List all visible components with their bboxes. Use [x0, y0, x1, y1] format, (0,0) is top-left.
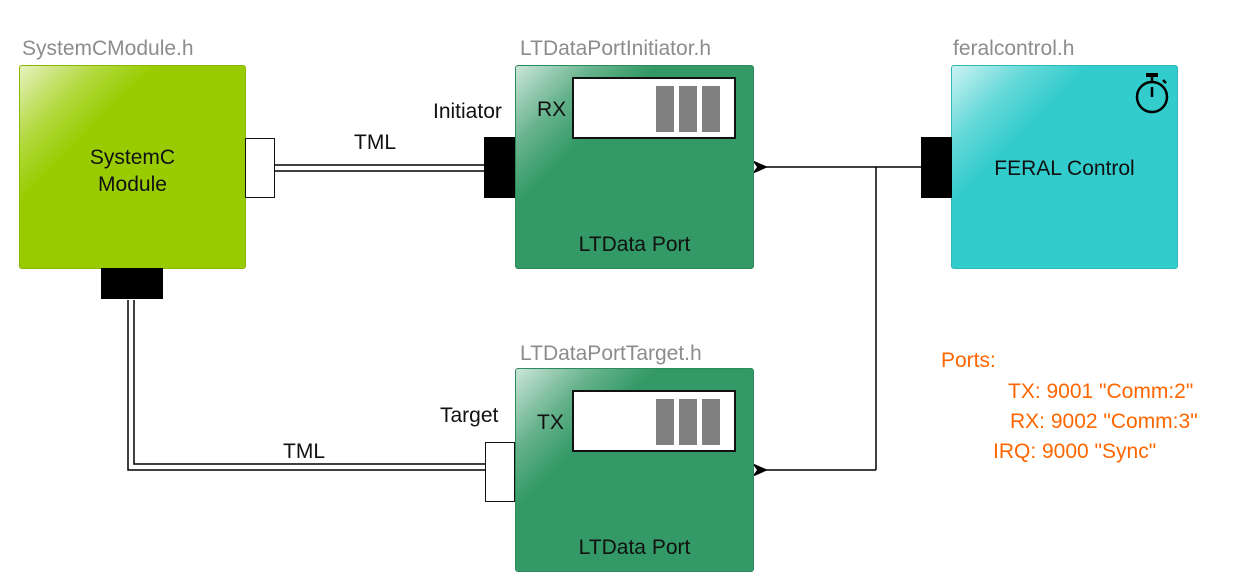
feral-control-links: [752, 160, 922, 477]
buffer-slot: [656, 86, 674, 132]
initiator-block-title: LTData Port: [578, 233, 691, 256]
block-gloss: [20, 66, 245, 268]
initiator-file-label: LTDataPortInitiator.h: [520, 37, 712, 60]
feral-control-block[interactable]: [951, 65, 1178, 269]
ports-heading: Ports:: [941, 349, 996, 372]
stopwatch-icon: [1135, 73, 1169, 114]
initiator-socket[interactable]: [484, 137, 515, 198]
ports-tx-entry: TX: 9001 "Comm:2": [1008, 380, 1194, 403]
ports-irq-entry: IRQ: 9000 "Sync": [993, 440, 1157, 463]
tml-link-top: [274, 164, 485, 172]
systemc-file-label: SystemCModule.h: [22, 37, 194, 60]
feral-file-label: feralcontrol.h: [953, 37, 1075, 60]
target-block-title: LTData Port: [578, 536, 691, 559]
tx-buffer: [572, 390, 736, 452]
systemc-module-block[interactable]: [19, 65, 246, 269]
target-port-label: Target: [440, 404, 499, 427]
buffer-slot: [679, 399, 697, 445]
systemc-module-title-line1: SystemC: [89, 146, 176, 169]
buffer-slot: [656, 399, 674, 445]
tml-link-bottom: [127, 300, 485, 471]
feral-control-title: FERAL Control: [994, 157, 1135, 180]
tx-label: TX: [537, 411, 564, 434]
ports-rx-entry: RX: 9002 "Comm:3": [1010, 410, 1198, 433]
buffer-slot: [679, 86, 697, 132]
feral-control-socket[interactable]: [921, 137, 952, 198]
buffer-slot: [702, 399, 720, 445]
target-socket[interactable]: [485, 442, 515, 502]
buffer-slot: [702, 86, 720, 132]
tml-bottom-label: TML: [283, 440, 325, 463]
rx-buffer: [572, 77, 736, 139]
systemc-module-title-line2: Module: [98, 173, 167, 196]
target-file-label: LTDataPortTarget.h: [520, 342, 702, 365]
block-gloss: [952, 66, 1177, 268]
rx-label: RX: [537, 98, 567, 121]
tml-top-label: TML: [354, 131, 396, 154]
systemc-target-socket[interactable]: [101, 268, 163, 299]
systemc-initiator-socket[interactable]: [245, 138, 275, 198]
initiator-port-label: Initiator: [433, 100, 502, 123]
